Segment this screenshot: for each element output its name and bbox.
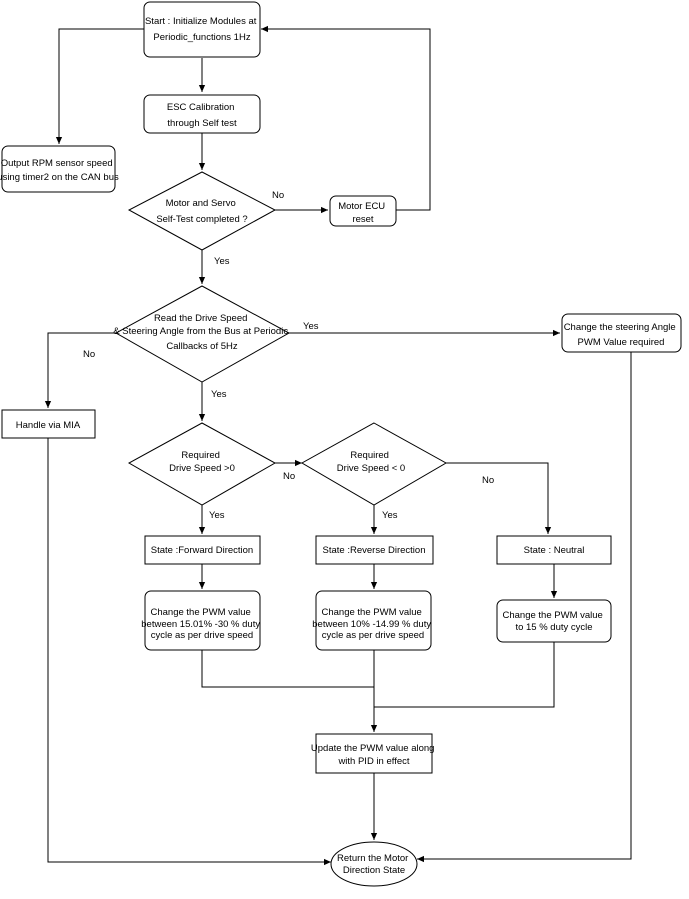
drive-speed-negative-decision: Required Drive Speed < 0 <box>300 422 448 506</box>
edge-label-speed-pos-yes: Yes <box>209 510 225 521</box>
self-test-decision-line: Self-Test completed ? <box>156 214 247 225</box>
edge-steering-to-return <box>417 352 632 863</box>
handle-mia-node: Handle via MIA <box>1 409 96 439</box>
svg-text:Motor and Servo Self-T: Motor and Servo Self-Test completed ? <box>156 198 247 225</box>
nodes: Start : Initialize Modules at Periodic_f… <box>0 1 682 887</box>
svg-text:Motor ECU reset: Motor ECU reset <box>338 201 388 225</box>
handle-mia-label: Handle via MIA <box>16 420 81 431</box>
edge-pwm-neu-to-merge <box>374 642 555 708</box>
drive-speed-positive-line: Drive Speed >0 <box>169 463 235 474</box>
pwm-neutral-line: to 15 % duty cycle <box>515 622 592 633</box>
steering-pwm-line: Change the steering Angle <box>564 322 676 333</box>
motor-ecu-reset-node: Motor ECU reset <box>329 195 397 227</box>
pwm-reverse-line: between 10% -14.99 % duty <box>312 619 431 630</box>
esc-calibration-node: ESC Calibration through Self test <box>143 94 261 134</box>
forward-state-label: State :Forward Direction <box>151 545 253 556</box>
return-direction-line: Direction State <box>343 865 405 876</box>
reverse-state-node: State :Reverse Direction <box>315 535 434 565</box>
edge-label-read-no-left: No <box>83 349 95 360</box>
pwm-reverse-line: cycle as per drive speed <box>322 630 424 641</box>
update-pwm-line: with PID in effect <box>337 756 409 767</box>
update-pwm-line: Update the PWM value along <box>311 743 435 754</box>
edge-ecu-reset-to-start <box>261 25 431 211</box>
svg-text:Required Drive Speed >: Required Drive Speed >0 <box>169 450 235 474</box>
svg-text:Read the Drive Speed &: Read the Drive Speed & Steering Angle fr… <box>113 313 290 352</box>
svg-text:Handle via MIA: Handle via MIA <box>16 420 81 431</box>
svg-text:Output RPM sensor speed: Output RPM sensor speed using timer2 on … <box>0 158 119 183</box>
svg-text:State :Reverse Direction: State :Reverse Direction <box>323 545 426 556</box>
forward-state-node: State :Forward Direction <box>144 535 261 565</box>
edge-label-selftest-yes: Yes <box>214 256 230 267</box>
return-direction-line: Return the Motor <box>337 853 408 864</box>
return-direction-node: Return the Motor Direction State <box>330 841 418 887</box>
svg-text:Change the PWM value b: Change the PWM value between 15.01% -30 … <box>141 607 262 641</box>
neutral-state-node: State : Neutral <box>496 535 612 565</box>
edge-speed-neg-to-neutral <box>446 462 552 534</box>
read-bus-decision-line: Read the Drive Speed <box>154 313 247 324</box>
start-node-line: Start : Initialize Modules at <box>145 16 257 27</box>
edges <box>44 25 632 866</box>
self-test-decision-line: Motor and Servo <box>166 198 236 209</box>
edge-label-selftest-no: No <box>272 190 284 201</box>
svg-text:Change the steering Angle: Change the steering Angle PWM Value requ… <box>564 322 679 348</box>
update-pwm-node: Update the PWM value along with PID in e… <box>311 733 437 774</box>
svg-text:State :Forward Direction: State :Forward Direction <box>151 545 253 556</box>
edge-labels: No Yes Yes No Yes No Yes Yes No <box>83 190 494 521</box>
svg-text:Required Drive Speed <: Required Drive Speed < 0 <box>337 450 405 474</box>
start-node-line: Periodic_functions 1Hz <box>153 32 250 43</box>
svg-text:Update the PWM value along: Update the PWM value along with PID in e… <box>311 743 437 767</box>
edge-mia-to-return <box>47 438 331 866</box>
start-node: Start : Initialize Modules at Periodic_f… <box>143 1 261 58</box>
pwm-reverse-line: Change the PWM value <box>322 607 422 618</box>
steering-pwm-node: Change the steering Angle PWM Value requ… <box>561 313 682 353</box>
svg-text:Change the PWM value t: Change the PWM value to 15 % duty cycle <box>503 610 606 633</box>
rpm-output-line: using timer2 on the CAN bus <box>0 172 119 183</box>
read-bus-decision-line: & Steering Angle from the Bus at Periodi… <box>113 326 288 337</box>
esc-calibration-line: ESC Calibration <box>167 102 235 113</box>
motor-ecu-reset-line: Motor ECU <box>338 201 385 212</box>
edge-read-bus-to-mia <box>44 332 116 408</box>
pwm-forward-node: Change the PWM value between 15.01% -30 … <box>141 590 262 651</box>
svg-text:Start : Initialize Modules at: Start : Initialize Modules at Periodic_f… <box>145 16 259 43</box>
rpm-output-line: Output RPM sensor speed <box>1 158 113 169</box>
edge-label-read-yes-right: Yes <box>303 321 319 332</box>
pwm-forward-line: cycle as per drive speed <box>151 630 253 641</box>
steering-pwm-line: PWM Value required <box>578 337 665 348</box>
neutral-state-label: State : Neutral <box>524 545 585 556</box>
pwm-forward-line: between 15.01% -30 % duty <box>141 619 260 630</box>
svg-text:ESC Calibration throug: ESC Calibration through Self test <box>167 102 237 129</box>
drive-speed-positive-decision: Required Drive Speed >0 <box>127 422 277 506</box>
read-bus-decision: Read the Drive Speed & Steering Angle fr… <box>113 285 291 383</box>
svg-text:Change the PWM value b: Change the PWM value between 10% -14.99 … <box>312 607 433 641</box>
self-test-decision: Motor and Servo Self-Test completed ? <box>127 171 277 251</box>
motor-ecu-reset-line: reset <box>352 214 373 225</box>
pwm-reverse-node: Change the PWM value between 10% -14.99 … <box>312 590 433 651</box>
edge-label-speed-neg-yes: Yes <box>382 510 398 521</box>
read-bus-decision-line: Callbacks of 5Hz <box>166 341 238 352</box>
edge-pwm-fwd-to-merge <box>201 650 374 688</box>
rpm-output-node: Output RPM sensor speed using timer2 on … <box>0 145 119 193</box>
svg-text:State : Neutral: State : Neutral <box>524 545 585 556</box>
edge-label-read-yes-down: Yes <box>211 389 227 400</box>
edge-label-speed-neg-no: No <box>482 475 494 486</box>
edge-label-speed-pos-no: No <box>283 471 295 482</box>
pwm-neutral-line: Change the PWM value <box>503 610 603 621</box>
reverse-state-label: State :Reverse Direction <box>323 545 426 556</box>
svg-text:Return the Motor Direc: Return the Motor Direction State <box>337 853 411 876</box>
edge-start-to-rpm <box>55 28 144 144</box>
pwm-neutral-node: Change the PWM value to 15 % duty cycle <box>496 599 612 643</box>
drive-speed-negative-line: Drive Speed < 0 <box>337 463 405 474</box>
drive-speed-positive-line: Required <box>181 450 220 461</box>
pwm-forward-line: Change the PWM value <box>151 607 251 618</box>
esc-calibration-line: through Self test <box>167 118 237 129</box>
drive-speed-negative-line: Required <box>350 450 389 461</box>
